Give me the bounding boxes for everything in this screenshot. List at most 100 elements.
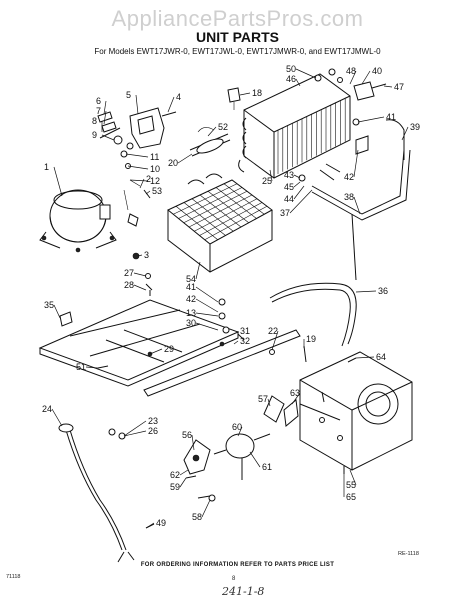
leader-line bbox=[353, 149, 359, 178]
callout-number: 54 bbox=[186, 274, 196, 284]
leader-line bbox=[271, 330, 279, 351]
leader-line bbox=[383, 85, 393, 88]
leader-line bbox=[177, 153, 193, 164]
evaporator-wire bbox=[215, 187, 257, 219]
diagram-title: UNIT PARTS bbox=[196, 29, 279, 45]
power-cord-drawing bbox=[58, 423, 135, 563]
capillary-tube-drawing bbox=[269, 213, 357, 347]
callout-number: 62 bbox=[170, 470, 180, 480]
callout-number: 27 bbox=[124, 268, 134, 278]
callout-number: 51 bbox=[76, 362, 86, 372]
leader-line bbox=[249, 451, 261, 468]
callout-number: 58 bbox=[192, 512, 202, 522]
leader-line bbox=[85, 366, 99, 369]
leader-line bbox=[103, 110, 107, 125]
evaporator-coil-drawing bbox=[167, 173, 273, 273]
leader-line bbox=[195, 286, 219, 303]
relay-bracket-drawing bbox=[129, 107, 177, 149]
leader-line bbox=[295, 78, 301, 87]
callout-number: 65 bbox=[346, 492, 356, 502]
small-fittings-drawing bbox=[97, 111, 141, 227]
sensor-drawing bbox=[227, 87, 241, 110]
evaporator-wire bbox=[194, 198, 258, 232]
callout-number: 60 bbox=[232, 422, 242, 432]
leader-line bbox=[195, 312, 219, 317]
leader-line bbox=[135, 94, 139, 115]
leader-line bbox=[349, 469, 357, 486]
leader-line bbox=[353, 196, 361, 215]
callout-leader-lines bbox=[51, 68, 409, 529]
callout-number: 56 bbox=[182, 430, 192, 440]
leader-line bbox=[401, 126, 409, 141]
callout-number: 25 bbox=[262, 176, 272, 186]
leader-line bbox=[289, 189, 313, 214]
handwritten-note: 241-1-8 bbox=[222, 585, 265, 598]
callout-number: 41 bbox=[186, 282, 196, 292]
callout-number: 59 bbox=[170, 482, 180, 492]
tubing-drawing bbox=[298, 149, 411, 221]
leader-line bbox=[201, 499, 211, 518]
fan-motor-drawing bbox=[183, 395, 299, 502]
evaporator-wire bbox=[199, 202, 263, 236]
leader-line bbox=[145, 190, 151, 195]
leader-line bbox=[357, 116, 385, 123]
leader-line bbox=[123, 420, 147, 437]
leader-line bbox=[207, 126, 217, 137]
leader-line bbox=[123, 430, 147, 437]
drier-drawing bbox=[189, 127, 231, 157]
leader-line bbox=[179, 477, 187, 488]
callout-number: 39 bbox=[410, 122, 420, 132]
callout-number: 32 bbox=[240, 336, 250, 346]
callout-number: 64 bbox=[376, 352, 386, 362]
leader-line bbox=[191, 434, 195, 451]
callout-number: 3 bbox=[144, 250, 149, 260]
leader-line bbox=[51, 408, 63, 427]
callout-number: 48 bbox=[346, 66, 356, 76]
callout-number: 63 bbox=[290, 388, 300, 398]
callout-number: 55 bbox=[346, 480, 356, 490]
callout-number: 5 bbox=[126, 90, 131, 100]
leader-line bbox=[133, 272, 147, 277]
corner-code: 71118 bbox=[6, 574, 21, 580]
callout-number: 9 bbox=[92, 130, 97, 140]
callout-number: 29 bbox=[164, 344, 174, 354]
callout-number: 20 bbox=[168, 158, 178, 168]
leader-line bbox=[167, 96, 175, 113]
callout-number: 31 bbox=[240, 326, 250, 336]
callout-number: 40 bbox=[372, 66, 382, 76]
leader-line bbox=[291, 392, 301, 405]
leader-line bbox=[233, 340, 239, 345]
callout-number: 49 bbox=[156, 518, 166, 528]
leader-line bbox=[133, 284, 147, 291]
leader-line bbox=[355, 290, 377, 293]
evaporator-wire bbox=[223, 183, 265, 215]
callout-number: 37 bbox=[280, 208, 290, 218]
leader-line bbox=[293, 181, 301, 188]
callout-number: 38 bbox=[344, 192, 354, 202]
callout-number: 41 bbox=[386, 112, 396, 122]
callout-labels: 1234567891011121318192022232425262728293… bbox=[42, 64, 420, 528]
leader-line bbox=[195, 322, 219, 331]
callout-number: 19 bbox=[306, 334, 316, 344]
leader-line bbox=[179, 469, 189, 476]
ordering-note: FOR ORDERING INFORMATION REFER TO PARTS … bbox=[140, 562, 335, 568]
condenser-bracket-drawing bbox=[352, 81, 405, 160]
leader-line bbox=[355, 356, 375, 359]
callout-number: 4 bbox=[176, 92, 181, 102]
callout-number: 50 bbox=[286, 64, 296, 74]
leader-line bbox=[129, 179, 149, 182]
leader-line bbox=[239, 92, 251, 96]
callout-number: 1 bbox=[44, 162, 49, 172]
leader-line bbox=[149, 348, 163, 355]
callout-number: 23 bbox=[148, 416, 158, 426]
callout-number: 43 bbox=[284, 170, 294, 180]
callout-number: 42 bbox=[344, 172, 354, 182]
callout-number: 52 bbox=[218, 122, 228, 132]
leader-line bbox=[361, 70, 371, 85]
leader-line bbox=[145, 522, 155, 529]
leader-line bbox=[295, 68, 317, 79]
callout-number: 61 bbox=[262, 462, 272, 472]
callout-number: 7 bbox=[96, 106, 101, 116]
